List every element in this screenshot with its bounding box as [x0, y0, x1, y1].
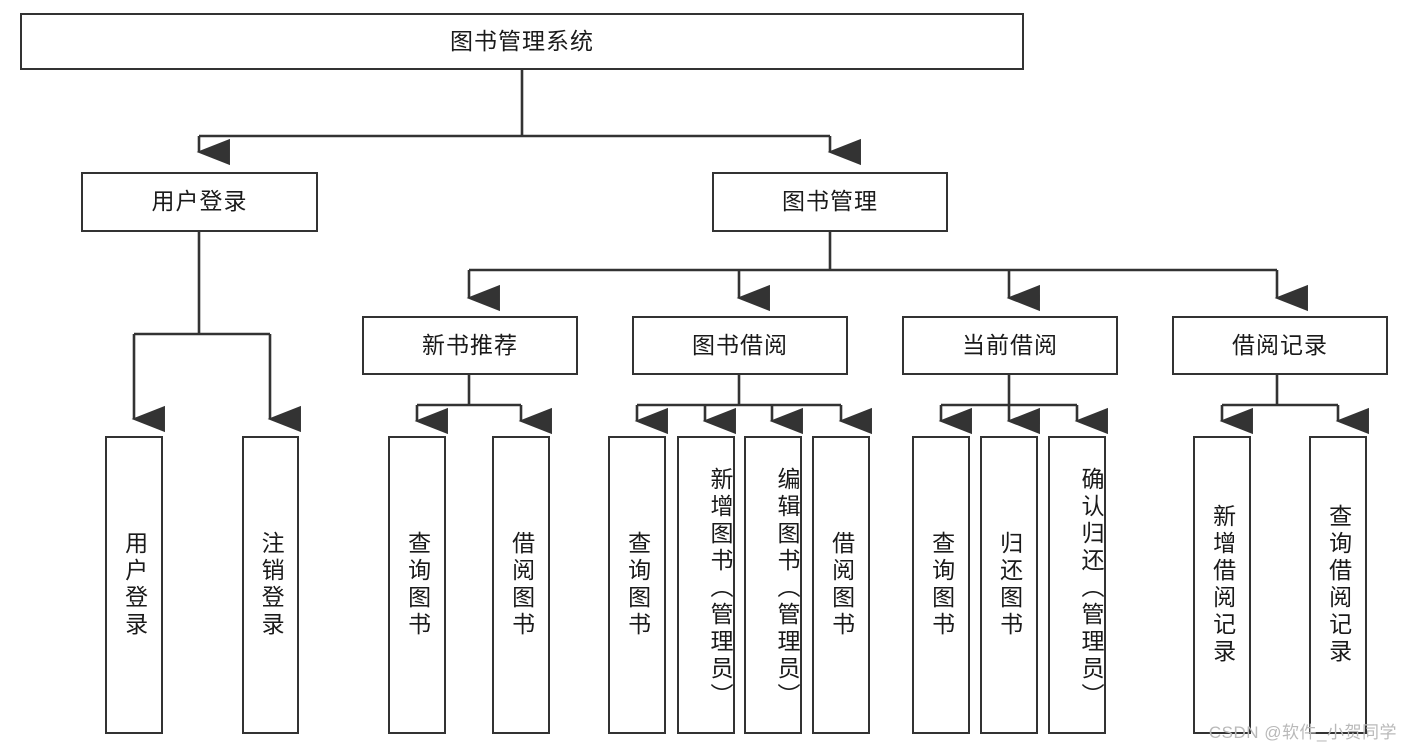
node-label: 当前借阅	[962, 331, 1058, 358]
node-label: 图书借阅	[692, 331, 788, 358]
node-root-system[interactable]: 图书管理系统	[20, 13, 1024, 70]
node-label: 图书管理	[782, 188, 878, 215]
node-label: 确认归还（管理员）	[1078, 466, 1104, 710]
node-label: 编辑图书（管理员）	[774, 466, 800, 710]
leaf-add-borrow-record[interactable]: 新增借阅记录	[1193, 436, 1251, 734]
node-borrow-record[interactable]: 借阅记录	[1172, 316, 1388, 375]
node-new-book-recommend[interactable]: 新书推荐	[362, 316, 578, 375]
leaf-query-book-borrow[interactable]: 查询图书	[608, 436, 666, 734]
node-label: 查询图书	[624, 531, 651, 639]
leaf-query-book-recommend[interactable]: 查询图书	[388, 436, 446, 734]
node-label: 新增借阅记录	[1209, 504, 1236, 666]
leaf-query-book-current[interactable]: 查询图书	[912, 436, 970, 734]
node-label: 归还图书	[996, 531, 1023, 639]
node-label: 查询图书	[928, 531, 955, 639]
node-label: 查询借阅记录	[1325, 504, 1352, 666]
node-label: 新书推荐	[422, 331, 518, 358]
leaf-query-borrow-record[interactable]: 查询借阅记录	[1309, 436, 1367, 734]
node-label: 借阅图书	[828, 531, 855, 639]
leaf-confirm-return-admin[interactable]: 确认归还（管理员）	[1048, 436, 1106, 734]
node-label: 用户登录	[151, 188, 248, 215]
node-label: 图书管理系统	[450, 27, 594, 54]
node-label: 借阅记录	[1232, 331, 1328, 358]
watermark: CSDN @软件_小贺同学	[1208, 723, 1397, 742]
node-book-management[interactable]: 图书管理	[712, 172, 948, 232]
leaf-borrow-book-recommend[interactable]: 借阅图书	[492, 436, 550, 734]
leaf-return-book[interactable]: 归还图书	[980, 436, 1038, 734]
node-label: 用户登录	[121, 531, 148, 639]
node-user-login[interactable]: 用户登录	[81, 172, 318, 232]
leaf-logout[interactable]: 注销登录	[242, 436, 299, 734]
node-label: 注销登录	[258, 531, 285, 639]
leaf-edit-book-admin[interactable]: 编辑图书（管理员）	[744, 436, 802, 734]
leaf-user-login[interactable]: 用户登录	[105, 436, 163, 734]
node-label: 借阅图书	[508, 531, 535, 639]
node-label: 新增图书（管理员）	[707, 466, 733, 710]
node-book-borrow[interactable]: 图书借阅	[632, 316, 848, 375]
node-current-borrow[interactable]: 当前借阅	[902, 316, 1118, 375]
leaf-borrow-book[interactable]: 借阅图书	[812, 436, 870, 734]
leaf-add-book-admin[interactable]: 新增图书（管理员）	[677, 436, 735, 734]
node-label: 查询图书	[404, 531, 431, 639]
